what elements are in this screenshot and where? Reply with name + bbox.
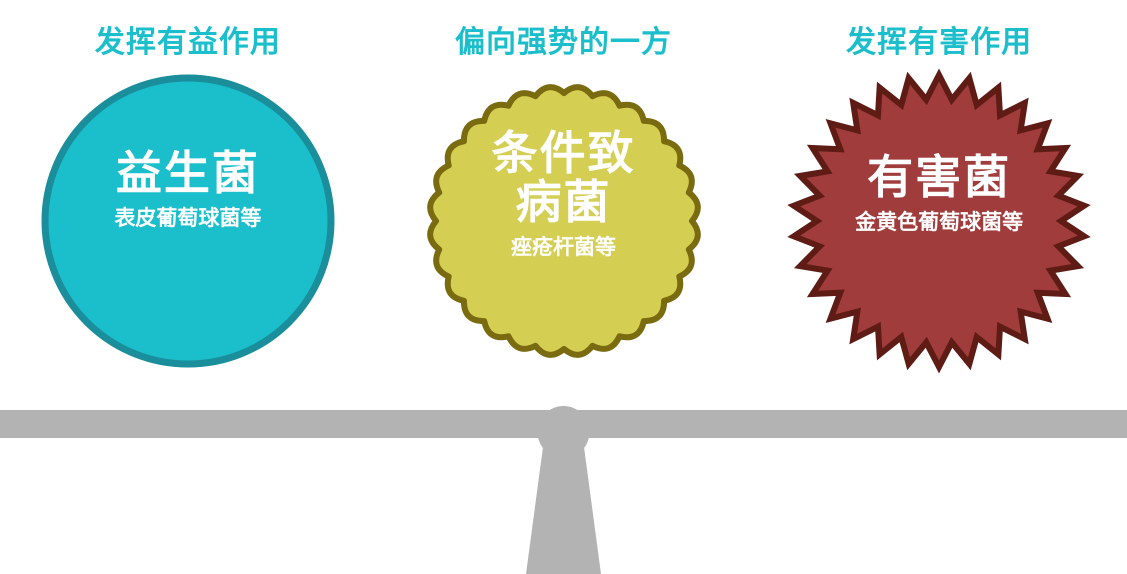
scalloped-badge-shape — [426, 84, 701, 358]
balance-beam — [0, 410, 1127, 438]
column-harmful: 发挥有害作用 有害菌 金黄色葡萄球菌等 — [751, 0, 1127, 410]
heading-harmful: 发挥有害作用 — [846, 26, 1033, 59]
heading-opportunistic: 偏向强势的一方 — [455, 26, 672, 59]
badge-probiotic[interactable]: 益生菌 表皮葡萄球菌等 — [38, 71, 338, 371]
badge-harmful-bacteria[interactable]: 有害菌 金黄色葡萄球菌等 — [787, 68, 1091, 374]
fulcrum-pedestal — [526, 432, 601, 574]
column-beneficial: 发挥有益作用 益生菌 表皮葡萄球菌等 — [0, 0, 376, 410]
category-columns: 发挥有益作用 益生菌 表皮葡萄球菌等 偏向强势的一方 条件致 — [0, 0, 1127, 410]
spiky-badge-shape — [787, 68, 1091, 374]
circle-badge-shape — [41, 74, 335, 368]
heading-beneficial: 发挥有益作用 — [94, 26, 281, 59]
column-opportunistic: 偏向强势的一方 条件致 病菌 痤疮杆菌等 — [376, 0, 752, 410]
badge-conditional-pathogen[interactable]: 条件致 病菌 痤疮杆菌等 — [414, 71, 714, 371]
